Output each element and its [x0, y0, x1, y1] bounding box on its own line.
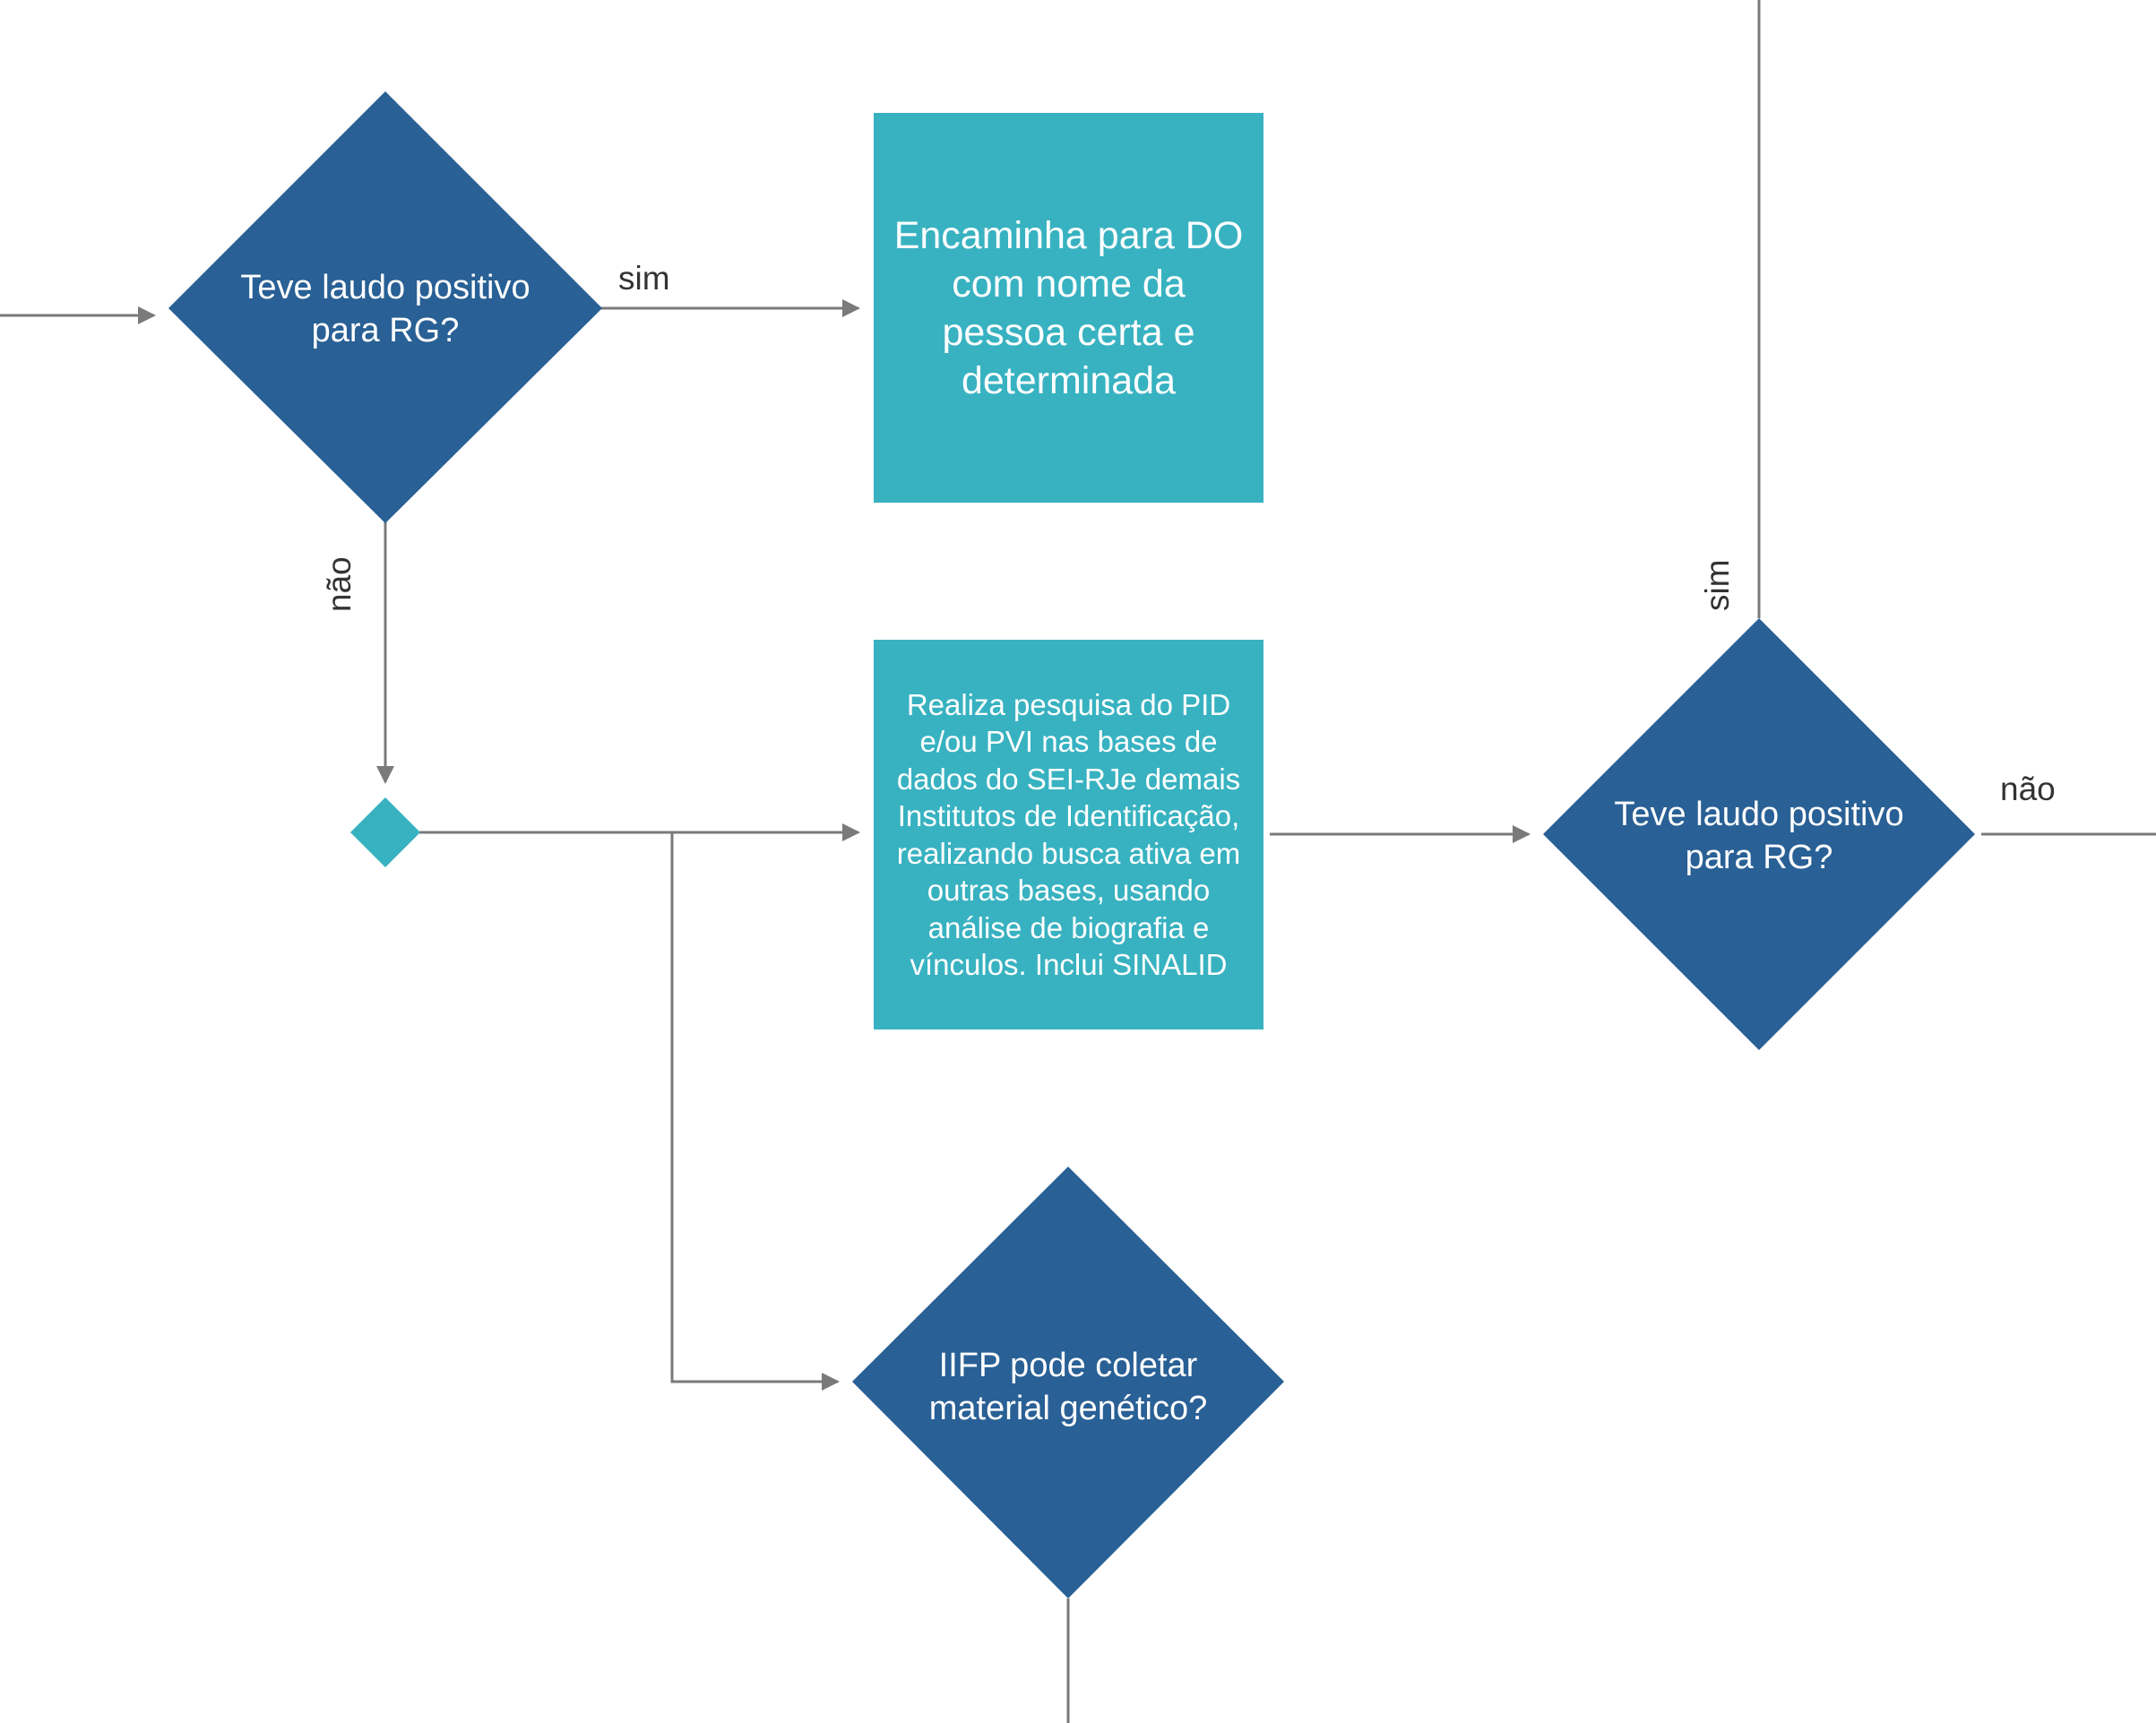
process-pesquisa-text: Realiza pesquisa do PID e/ou PVI nas bas…	[887, 640, 1250, 1029]
edge-label-sim-2: sim	[1699, 559, 1736, 611]
edge-label-nao-2: não	[2000, 771, 2056, 807]
process-encaminha-text: Encaminha para DO com nome da pessoa cer…	[892, 113, 1246, 503]
decision-rg-1-text: Teve laudo positivo para RG?	[224, 242, 547, 376]
process-box-pesquisa[interactable]	[874, 640, 1263, 1029]
edge-label-sim-1: sim	[618, 260, 670, 297]
decision-rg-1-label: Teve laudo positivo para RG?	[240, 269, 530, 349]
edge-label-nao-1: não	[321, 556, 358, 612]
decision-iifp-label: IIFP pode coletar material genético?	[928, 1346, 1208, 1427]
junction-diamond	[350, 797, 420, 867]
edge-junction-to-iifp	[670, 832, 840, 1391]
process-pesquisa-label: Realiza pesquisa do PID e/ou PVI nas bas…	[896, 687, 1241, 982]
process-box-encaminha[interactable]	[874, 113, 1263, 503]
decision-rg-2-label: Teve laudo positivo para RG?	[1614, 796, 1904, 876]
decision-diamond-rg-1[interactable]	[168, 91, 602, 523]
decision-rg-2-text: Teve laudo positivo para RG?	[1598, 769, 1920, 903]
decision-diamond-rg-2[interactable]	[1543, 618, 1975, 1050]
decision-iifp-text: IIFP pode coletar material genético?	[925, 1313, 1212, 1460]
process-encaminha-label: Encaminha para DO com nome da pessoa cer…	[893, 213, 1244, 402]
decision-diamond-iifp[interactable]	[852, 1167, 1284, 1598]
